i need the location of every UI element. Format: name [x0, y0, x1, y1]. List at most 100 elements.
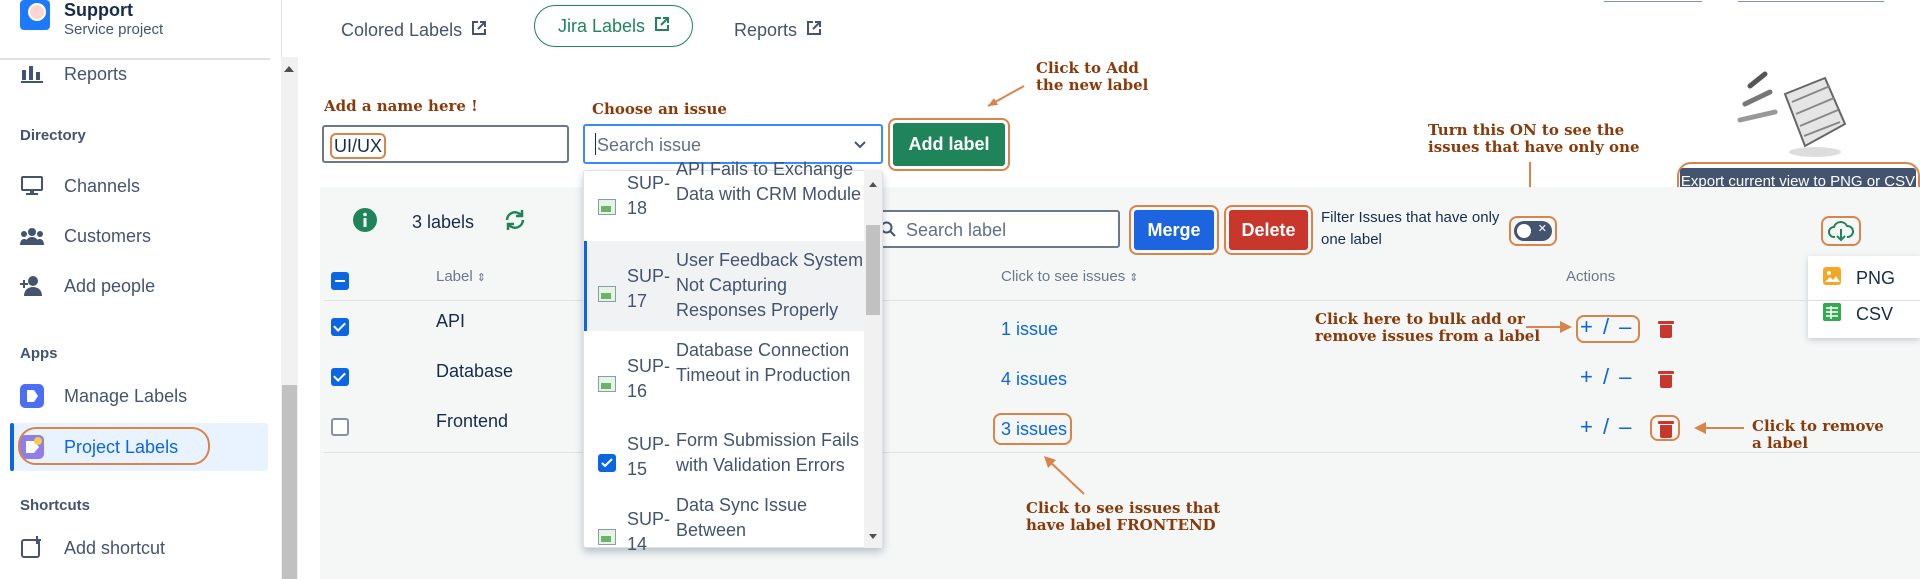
- trash-icon[interactable]: [1658, 421, 1674, 438]
- sidebar: Support Service project Reports Director…: [0, 0, 298, 579]
- issue-search-placeholder: Search issue: [597, 135, 702, 155]
- tab-label: Colored Labels: [341, 19, 463, 40]
- bulk-add-remove-button[interactable]: + / –: [1580, 364, 1634, 389]
- png-label: PNG: [1856, 268, 1896, 288]
- annotation-ring-bulk: [1576, 315, 1640, 343]
- issues-link-database[interactable]: 4 issues: [1001, 369, 1068, 389]
- annotation-add-label-line1: Click to Add: [1036, 59, 1139, 77]
- label-search-input[interactable]: Search label: [870, 210, 1120, 248]
- tab-reports[interactable]: Reports: [734, 14, 822, 46]
- label-column-header[interactable]: Label⇕: [436, 268, 486, 285]
- dropdown-scroll-down-icon[interactable]: [869, 534, 877, 539]
- annotation-ring-download: [1821, 216, 1861, 246]
- label-name-input[interactable]: [322, 125, 569, 163]
- spreadsheet-icon: [1822, 302, 1842, 327]
- dropdown-option-sup-15[interactable]: SUP-15 Form Submission Fails with Valida…: [584, 428, 866, 493]
- row-checkbox-frontend[interactable]: [331, 418, 349, 436]
- tab-colored-labels[interactable]: Colored Labels: [341, 14, 487, 46]
- issue-search-input[interactable]: Search issue: [583, 124, 883, 164]
- sidebar-item-channels[interactable]: Channels: [20, 168, 270, 204]
- add-person-icon: [20, 274, 44, 298]
- sidebar-item-reports[interactable]: Reports: [20, 56, 270, 92]
- single-label-filter-toggle[interactable]: [1514, 221, 1552, 241]
- sidebar-item-label: Customers: [64, 225, 152, 246]
- monitor-icon: [20, 174, 44, 198]
- cloud-download-icon[interactable]: [1828, 219, 1854, 248]
- issue-key: SUP-14: [627, 509, 671, 554]
- issue-key: SUP-17: [627, 266, 671, 311]
- name-caption: Add a name here !: [324, 97, 478, 115]
- dropdown-option-sup-16[interactable]: SUP-16 Database Connection Timeout in Pr…: [584, 338, 866, 428]
- people-icon: [20, 224, 44, 248]
- external-link-icon: [655, 17, 670, 35]
- trash-icon[interactable]: [1658, 321, 1674, 338]
- sidebar-item-add-people[interactable]: Add people: [20, 268, 270, 304]
- sidebar-item-label: Reports: [64, 63, 128, 84]
- sort-icon: ⇕: [1129, 272, 1139, 284]
- trash-icon[interactable]: [1658, 371, 1674, 388]
- annotation-toggle-line1: Turn this ON to see the: [1428, 121, 1625, 139]
- sidebar-item-label: Project Labels: [64, 436, 179, 457]
- issue-key: SUP-15: [627, 434, 671, 479]
- scroll-up-arrow-icon[interactable]: [284, 66, 294, 72]
- label-name-value: UI/UX: [330, 133, 387, 159]
- issue-type-image-icon: [598, 376, 616, 392]
- top-right-button-edge[interactable]: [1604, 0, 1702, 2]
- row-checkbox-database[interactable]: [331, 368, 349, 386]
- shortcuts-heading: Shortcuts: [20, 497, 91, 514]
- dropdown-scrollbar-thumb[interactable]: [866, 225, 880, 315]
- bulk-add-remove-button[interactable]: + / –: [1580, 314, 1634, 339]
- dropdown-option-sup-18[interactable]: SUP-18 API Fails to Exchange Data with C…: [584, 157, 866, 237]
- label-cell-frontend: Frontend: [436, 411, 509, 431]
- sidebar-item-label: Add shortcut: [64, 537, 166, 558]
- sidebar-item-customers[interactable]: Customers: [20, 218, 270, 254]
- issue-type-image-icon: [598, 529, 616, 545]
- project-title[interactable]: Support: [64, 0, 133, 20]
- issues-link-api[interactable]: 1 issue: [1001, 319, 1059, 339]
- external-link-icon: [472, 21, 487, 39]
- issue-key: SUP-16: [627, 356, 671, 401]
- tab-jira-labels[interactable]: Jira Labels: [534, 5, 693, 47]
- sidebar-scrollbar-thumb[interactable]: [282, 385, 297, 579]
- label-count: 3 labels: [412, 212, 475, 232]
- text-cursor: [595, 133, 596, 155]
- chevron-down-icon[interactable]: [853, 137, 867, 156]
- download-png-item[interactable]: PNG: [1822, 266, 1895, 291]
- sidebar-item-add-shortcut[interactable]: Add shortcut: [20, 530, 270, 566]
- issue-dropdown-list[interactable]: SUP-18 API Fails to Exchange Data with C…: [583, 159, 883, 554]
- active-indicator: [10, 423, 14, 471]
- sidebar-item-label: Manage Labels: [64, 385, 188, 406]
- issue-type-image-icon: [598, 286, 616, 302]
- annotation-remove-line2: a label: [1752, 434, 1809, 452]
- annotation-toggle-line2: issues that have only one: [1428, 138, 1640, 156]
- refresh-icon[interactable]: [503, 208, 527, 237]
- annotation-bulk-line2: remove issues from a label: [1315, 327, 1541, 345]
- annotation-add-label-line2: the new label: [1036, 76, 1149, 94]
- row-checkbox-api[interactable]: [331, 318, 349, 336]
- manage-labels-app-icon: [20, 384, 44, 408]
- add-label-button[interactable]: Add label: [893, 123, 1005, 166]
- issue-caption: Choose an issue: [592, 100, 727, 118]
- issues-column-header[interactable]: Click to see issues⇕: [1001, 268, 1138, 285]
- dropdown-scroll-up-icon[interactable]: [869, 182, 877, 187]
- sidebar-item-label: Add people: [64, 275, 156, 296]
- dropdown-option-sup-14[interactable]: SUP-14 Data Sync Issue Between: [584, 493, 866, 563]
- download-menu: PNG CSV: [1808, 256, 1920, 338]
- download-csv-item[interactable]: CSV: [1822, 302, 1893, 327]
- bulk-add-remove-button[interactable]: + / –: [1580, 414, 1634, 439]
- project-avatar[interactable]: [20, 0, 50, 30]
- dropdown-option-sup-17[interactable]: SUP-17 User Feedback System Not Capturin…: [584, 248, 866, 338]
- sidebar-item-manage-labels[interactable]: Manage Labels: [20, 378, 270, 414]
- issues-link-frontend[interactable]: 3 issues: [1001, 419, 1068, 439]
- info-icon[interactable]: [352, 207, 378, 238]
- annotation-arrow-add-label: [987, 85, 1025, 107]
- top-right-button-edge[interactable]: [1738, 0, 1884, 2]
- export-illustration-icon: [1737, 71, 1847, 157]
- annotation-arrow-frontend: [1044, 456, 1085, 495]
- merge-button[interactable]: Merge: [1134, 210, 1214, 250]
- sidebar-item-label: Channels: [64, 175, 141, 196]
- annotation-arrow-bulk: [1526, 321, 1572, 333]
- delete-button[interactable]: Delete: [1229, 210, 1308, 250]
- select-all-checkbox[interactable]: [331, 272, 349, 290]
- sort-icon: ⇕: [476, 272, 486, 284]
